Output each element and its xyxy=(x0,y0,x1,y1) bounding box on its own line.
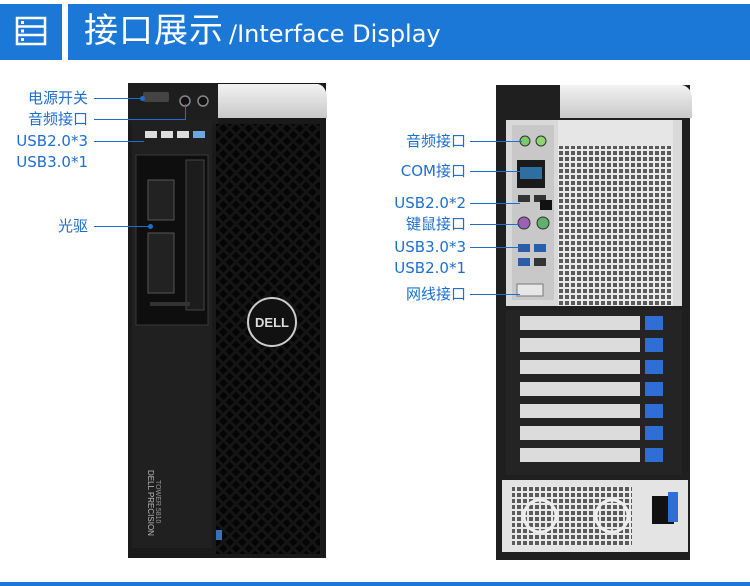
leader-com xyxy=(470,171,520,172)
leader-keyboard-mouse xyxy=(470,224,520,225)
server-list-icon xyxy=(15,16,47,46)
label-front-audio: 音频接口 xyxy=(27,110,88,128)
leader-dot-optical xyxy=(148,224,153,229)
leader-power-switch xyxy=(94,98,142,99)
leader-front-audio-vert xyxy=(185,104,186,119)
leader-lan xyxy=(470,294,520,295)
page-subtitle: /Interface Display xyxy=(229,20,441,48)
label-front-usb3: USB3.0*1 xyxy=(16,153,88,171)
dell-logo: DELL xyxy=(255,315,289,330)
model-text-1: DELL PRECISION xyxy=(146,470,155,536)
leader-optical-drive xyxy=(94,226,150,227)
leader-dot-power xyxy=(140,96,145,101)
label-back-usb2: USB2.0*2 xyxy=(394,194,466,212)
page-title: 接口展示 xyxy=(84,11,224,51)
header: 接口展示 /Interface Display xyxy=(0,0,750,65)
leader-front-audio xyxy=(94,119,186,120)
label-optical-drive: 光驱 xyxy=(57,217,88,235)
model-text-2: TOWER 5810 xyxy=(154,480,161,524)
title-bar xyxy=(68,4,750,60)
label-back-audio: 音频接口 xyxy=(405,132,466,150)
leader-back-audio xyxy=(470,141,522,142)
header-icon-box xyxy=(0,4,62,60)
bottom-divider xyxy=(0,582,750,586)
label-back-usb2b: USB2.0*1 xyxy=(394,259,466,277)
label-keyboard-mouse: 键鼠接口 xyxy=(405,215,466,233)
leader-front-usb xyxy=(94,141,144,142)
label-power-switch: 电源开关 xyxy=(27,89,88,107)
label-com: COM接口 xyxy=(400,162,466,180)
leader-back-usb3 xyxy=(470,247,520,248)
label-back-usb3: USB3.0*3 xyxy=(394,238,466,256)
leader-back-usb2 xyxy=(470,203,520,204)
label-front-usb2: USB2.0*3 xyxy=(16,132,88,150)
label-lan: 网线接口 xyxy=(405,285,466,303)
